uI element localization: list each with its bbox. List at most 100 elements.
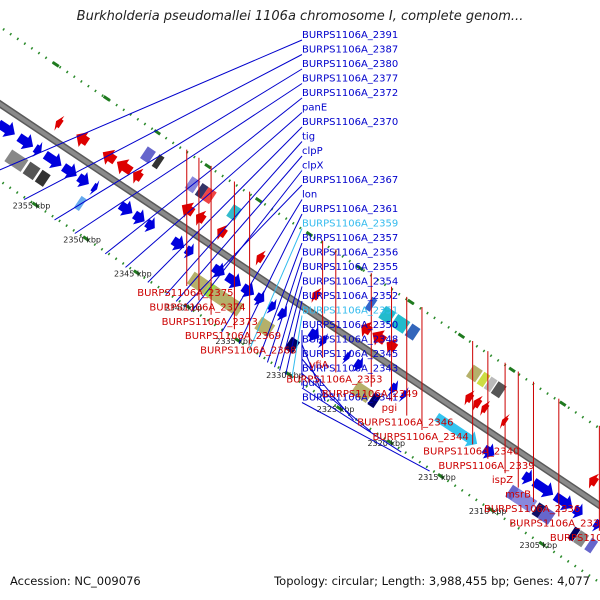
kbp-tick-mark bbox=[52, 61, 60, 68]
gene-label-top: BURPS1106A_2345 bbox=[302, 349, 398, 360]
kbp-tick-mark bbox=[406, 298, 415, 306]
reverse-gene-arrow bbox=[386, 338, 399, 354]
kbp-tick-label: 2330 kbp bbox=[266, 371, 304, 380]
gene-label-top: BURPS1106A_2341 bbox=[302, 393, 398, 404]
annotation-box-top bbox=[4, 149, 29, 172]
gene-leader-line bbox=[258, 242, 303, 358]
label-leader-lines bbox=[0, 39, 600, 531]
reverse-gene-arrow bbox=[588, 473, 599, 489]
gene-label-top: clpP bbox=[302, 146, 323, 157]
accession-label: Accession: NC_009076 bbox=[10, 574, 141, 588]
gene-label-bottom: BURPS1106A_2323 bbox=[550, 533, 600, 544]
gene-label-bottom: BURPS1106A_2353 bbox=[286, 374, 382, 385]
kbp-tick-mark bbox=[254, 196, 263, 204]
gene-leader-line bbox=[23, 54, 303, 201]
reverse-gene-arrow bbox=[255, 250, 266, 266]
reverse-gene-arrow bbox=[133, 168, 144, 184]
annotation-box-bottom bbox=[490, 381, 507, 399]
gene-label-top: BURPS1106A_2355 bbox=[302, 262, 398, 273]
forward-gene-arrow bbox=[170, 235, 185, 251]
reverse-gene-arrow bbox=[311, 287, 322, 303]
forward-gene-arrow bbox=[266, 298, 277, 314]
reverse-gene-arrow bbox=[472, 395, 483, 411]
gene-leader-line bbox=[301, 402, 430, 472]
kbp-tick-mark bbox=[457, 332, 466, 340]
forward-gene-arrow bbox=[388, 380, 399, 396]
reverse-gene-arrow bbox=[217, 225, 228, 241]
gene-leader-line bbox=[301, 387, 402, 453]
kbp-tick-label: 2350 kbp bbox=[63, 235, 101, 244]
forward-gene-arrow bbox=[434, 413, 478, 447]
kbp-tick-label: 2335 kbp bbox=[215, 337, 253, 346]
gene-label-bottom: yfiA bbox=[309, 360, 328, 371]
label-layer: BURPS1106A_2391BURPS1106A_2387BURPS1106A… bbox=[137, 30, 600, 544]
forward-gene-arrow bbox=[89, 180, 100, 196]
annotation-box-top bbox=[584, 537, 599, 554]
reverse-gene-arrow bbox=[499, 413, 510, 429]
gene-label-bottom: BURPS1106A_2339 bbox=[438, 461, 534, 472]
gene-label-bottom: BURPS1106A_2368 bbox=[200, 346, 296, 357]
forward-gene-arrow bbox=[224, 272, 241, 289]
annotation-box-top bbox=[567, 526, 581, 542]
map-title: Burkholderia pseudomallei 1106a chromoso… bbox=[76, 9, 524, 24]
forward-gene-arrow bbox=[32, 141, 43, 157]
reverse-gene-arrow bbox=[372, 330, 388, 346]
gene-label-bottom: ispZ bbox=[492, 475, 513, 486]
forward-gene-arrow bbox=[552, 492, 573, 511]
feature-layer bbox=[0, 115, 600, 554]
gene-label-bottom: BURPS1106A_2375 bbox=[137, 288, 233, 299]
annotation-box-top bbox=[22, 161, 41, 181]
gene-label-bottom: BURPS1106A_2336 bbox=[484, 504, 580, 515]
kbp-tick-label: 2305 kbp bbox=[520, 541, 558, 550]
gene-label-bottom: msrB bbox=[505, 490, 531, 501]
annotation-box-top bbox=[350, 381, 374, 404]
gene-leader-line bbox=[175, 155, 303, 302]
kbp-tick-mark bbox=[285, 371, 293, 378]
reverse-gene-arrow bbox=[361, 321, 373, 337]
gene-leader-line bbox=[74, 83, 303, 234]
kbp-tick-label: 2340 kbp bbox=[165, 303, 203, 312]
reverse-gene-arrow bbox=[464, 390, 475, 406]
gene-label-top: BURPS1106A_2351 bbox=[302, 306, 398, 317]
annotation-box-top bbox=[203, 282, 217, 299]
annotation-box-top bbox=[220, 294, 245, 317]
gene-label-bottom: BURPS1106A_2340 bbox=[423, 446, 519, 457]
kbp-tick-mark bbox=[82, 235, 90, 242]
gene-leader-line bbox=[54, 68, 303, 221]
gene-leader-line bbox=[274, 271, 303, 368]
gene-label-top: tig bbox=[302, 132, 315, 143]
gene-label-top: panE bbox=[302, 103, 327, 114]
gene-label-top: clpX bbox=[302, 161, 324, 172]
gene-label-bottom: BURPS1106A_2330 bbox=[509, 518, 600, 529]
forward-gene-arrow bbox=[352, 356, 364, 372]
kbp-tick-mark bbox=[508, 366, 516, 373]
annotation-box-bottom bbox=[140, 146, 156, 164]
gene-label-top: BURPS1106A_2377 bbox=[302, 74, 398, 85]
forward-gene-arrow bbox=[16, 133, 34, 150]
annotation-box-top bbox=[367, 392, 382, 409]
forward-gene-arrow bbox=[131, 209, 145, 225]
forward-gene-arrow bbox=[42, 151, 62, 169]
gene-label-bottom: pgi bbox=[382, 403, 397, 414]
kbp-tick-mark bbox=[305, 230, 314, 238]
kbp-tick-label: 2310 kbp bbox=[469, 507, 507, 516]
gene-label-top: BURPS1106A_2350 bbox=[302, 320, 398, 331]
forward-gene-arrow bbox=[521, 469, 532, 485]
gene-leader-line bbox=[285, 300, 303, 375]
reverse-gene-arrow bbox=[102, 149, 118, 165]
annotation-box-top bbox=[531, 502, 546, 519]
annotation-box-bottom bbox=[465, 364, 483, 383]
kbp-tick-mark bbox=[204, 162, 212, 170]
gene-leader-line bbox=[291, 315, 303, 379]
annotation-box-top bbox=[537, 506, 556, 525]
gene-leader-line bbox=[183, 184, 303, 308]
gene-leader-line bbox=[279, 286, 303, 371]
annotation-box-bottom bbox=[390, 314, 411, 334]
forward-gene-arrow bbox=[253, 290, 265, 306]
forward-gene-arrow bbox=[0, 119, 15, 137]
kbp-tick-mark bbox=[538, 540, 547, 548]
gene-label-top: BURPS1106A_2380 bbox=[302, 59, 398, 70]
